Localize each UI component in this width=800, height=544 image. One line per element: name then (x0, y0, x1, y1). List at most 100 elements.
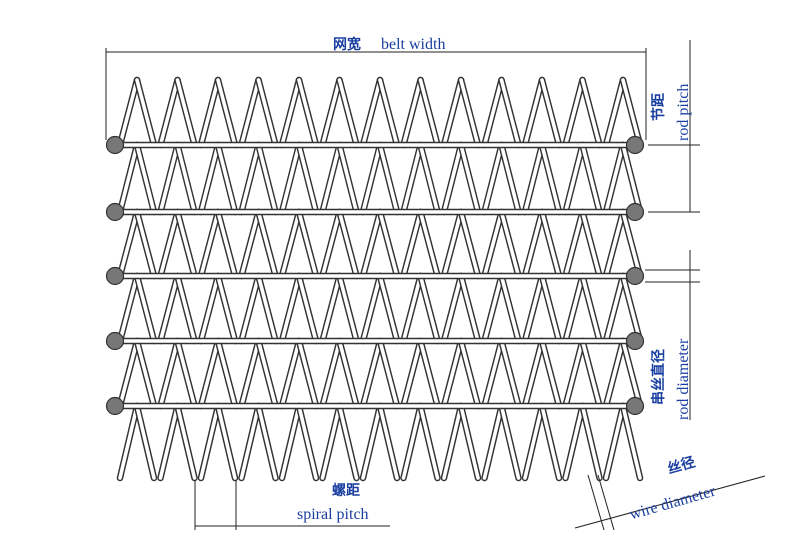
spiral-leg (116, 141, 141, 216)
spiral-leg (319, 208, 343, 280)
spiral-leg (417, 337, 441, 410)
spiral-leg (214, 208, 239, 280)
spiral-leg (359, 272, 384, 345)
rod-end (625, 202, 645, 222)
spiral-leg (197, 208, 222, 280)
spiral-leg (619, 141, 644, 216)
spiral-leg (417, 208, 441, 280)
spiral-leg (619, 208, 644, 280)
spiral-leg (579, 272, 603, 345)
spiral-leg (538, 141, 563, 216)
connecting-rods (117, 141, 633, 410)
spiral-leg (521, 272, 546, 345)
spiral-leg (319, 141, 343, 216)
spiral-leg (579, 402, 603, 482)
spiral-leg (602, 76, 627, 149)
spiral-leg (133, 337, 158, 410)
spiral-leg (278, 76, 303, 149)
spiral-leg (602, 272, 627, 345)
spiral-leg (214, 141, 239, 216)
spiral-leg (319, 272, 343, 345)
spiral-wires (116, 76, 644, 482)
spiral-leg (197, 337, 222, 410)
spiral-leg (238, 76, 262, 149)
spiral-leg (400, 208, 424, 280)
spiral-leg (498, 208, 522, 280)
spiral-leg (498, 76, 522, 149)
spiral-leg (619, 272, 644, 345)
spiral-leg (481, 272, 505, 345)
spiral-leg (157, 402, 181, 482)
spiral-leg (255, 76, 279, 149)
wire-diameter-extension-b (597, 474, 615, 531)
spiral-leg (197, 141, 222, 216)
spiral-leg (133, 272, 158, 345)
spiral-leg (336, 76, 360, 149)
rod-end (105, 331, 125, 351)
spiral-leg (157, 208, 181, 280)
spiral-leg (295, 272, 320, 345)
spiral-leg (498, 402, 522, 482)
spiral-leg (336, 208, 360, 280)
spiral-leg (197, 272, 222, 345)
spiral-leg (157, 272, 181, 345)
spiral-leg (602, 208, 627, 280)
spiral-leg (440, 76, 465, 149)
spiral-leg (602, 141, 627, 216)
spiral-leg (278, 337, 303, 410)
spiral-leg (278, 208, 303, 280)
spiral-leg (440, 208, 465, 280)
spiral-leg (295, 76, 320, 149)
spiral-leg (417, 402, 441, 482)
spiral-leg (417, 141, 441, 216)
spiral-leg (521, 402, 546, 482)
spiral-leg (376, 141, 401, 216)
spiral-leg (440, 337, 465, 410)
spiral-leg (481, 402, 505, 482)
spiral-leg (619, 337, 644, 410)
belt-width-label-zh: 网宽 (333, 37, 361, 53)
spiral-leg (174, 76, 198, 149)
spiral-leg (521, 141, 546, 216)
spiral-leg (579, 141, 603, 216)
spiral-leg (133, 402, 158, 482)
spiral-leg (116, 76, 141, 149)
spiral-leg (157, 76, 181, 149)
spiral-leg (197, 402, 222, 482)
spiral-leg (376, 76, 401, 149)
spiral-leg (376, 337, 401, 410)
spiral-leg (214, 272, 239, 345)
spiral-leg (336, 337, 360, 410)
spiral-leg (521, 337, 546, 410)
spiral-leg (359, 402, 384, 482)
spiral-leg (295, 141, 320, 216)
spiral-leg (440, 141, 465, 216)
rod-end (625, 331, 645, 351)
spiral-leg (255, 208, 279, 280)
spiral-leg (619, 76, 644, 149)
spiral-leg (359, 76, 384, 149)
rod-diameter-label-zh: 串丝直径 (651, 349, 667, 405)
rod-end-circles (105, 135, 645, 416)
spiral-leg (481, 337, 505, 410)
spiral-leg (440, 402, 465, 482)
spiral-leg (359, 208, 384, 280)
spiral-leg (157, 141, 181, 216)
spiral-leg (359, 141, 384, 216)
spiral-leg (619, 402, 644, 482)
belt-width-label-en: belt width (381, 36, 446, 53)
rod-diameter-label-en: rod diameter (675, 338, 692, 420)
spiral-leg (562, 208, 586, 280)
spiral-leg (238, 141, 262, 216)
spiral-leg (133, 208, 158, 280)
spiral-leg (538, 337, 563, 410)
spiral-leg (174, 402, 198, 482)
spiral-leg (295, 402, 320, 482)
spiral-leg (197, 76, 222, 149)
spiral-leg (538, 272, 563, 345)
wire-diameter-dimension-line (574, 475, 766, 529)
spiral-leg (457, 208, 482, 280)
spiral-leg (133, 141, 158, 216)
spiral-leg (579, 337, 603, 410)
